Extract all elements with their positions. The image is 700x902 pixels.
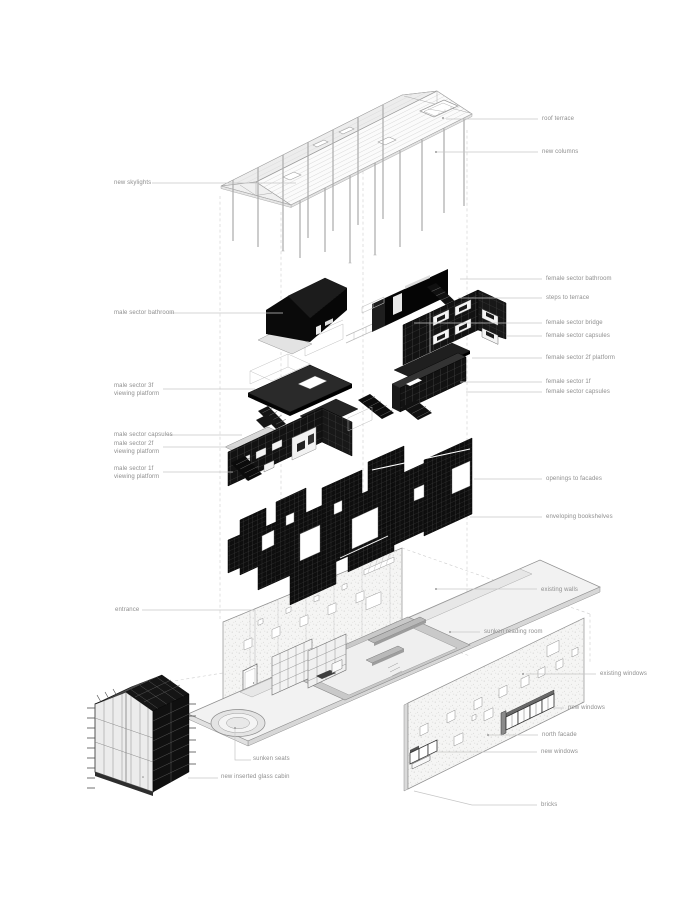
existing-building xyxy=(187,547,601,747)
label-existing-windows: existing windows xyxy=(600,671,647,677)
north-facade-windows xyxy=(419,639,579,747)
male-sector-1f-stairs xyxy=(231,456,264,481)
enveloping-bookshelves xyxy=(227,437,473,606)
label-sunken-reading-room: sunken reading room xyxy=(484,629,543,635)
sunken-seats-circle xyxy=(210,709,266,737)
label-new-windows-lower: new windows xyxy=(541,749,579,755)
label-new-windows-upper: new windows xyxy=(568,705,606,711)
label-female-sector-2f-platform: female sector 2f platform xyxy=(546,355,616,361)
cabin-glazing-mullions xyxy=(94,692,154,791)
label-female-sector-capsules-2: female sector capsules xyxy=(546,389,611,395)
label-openings-to-facades: openings to facades xyxy=(546,476,602,482)
label-new-skylights: new skylights xyxy=(114,180,152,186)
interior-shelf-partition xyxy=(271,633,347,696)
new-columns xyxy=(232,105,465,264)
female-sector-capsules xyxy=(402,289,507,366)
label-male-sector-capsules: male sector capsules xyxy=(114,432,173,438)
female-sector xyxy=(304,269,507,420)
label-enveloping-bookshelves: enveloping bookshelves xyxy=(546,514,613,520)
female-sector-bathroom xyxy=(361,269,448,332)
label-existing-walls: existing walls xyxy=(541,587,579,593)
sunken-reading-room-pit xyxy=(282,616,471,701)
label-male-sector-bathroom: male sector bathroom xyxy=(114,310,175,316)
label-roof-terrace: roof terrace xyxy=(542,116,575,122)
leader-lines xyxy=(142,117,596,806)
label-female-sector-capsules: female sector capsules xyxy=(546,333,611,339)
new-windows-box-upper xyxy=(500,689,555,736)
roof-terrace-opening xyxy=(419,99,459,118)
male-sector xyxy=(224,277,373,487)
label-new-columns: new columns xyxy=(542,149,579,155)
label-male-sector-2f-viewing-platform: male sector 2f viewing platform xyxy=(114,441,160,455)
label-male-sector-3f-viewing-platform: male sector 3f viewing platform xyxy=(114,383,160,397)
leader-dots xyxy=(435,117,524,736)
male-sector-3f-platform xyxy=(247,353,353,429)
label-north-facade: north facade xyxy=(542,732,577,738)
openings-to-facades-holes xyxy=(261,460,471,562)
roof-assembly xyxy=(220,90,473,208)
label-steps-to-terrace: steps to terrace xyxy=(546,295,590,301)
label-sunken-seats: sunken seats xyxy=(253,756,290,762)
new-inserted-glass-cabin xyxy=(87,674,196,796)
label-female-sector-1f: female sector 1f xyxy=(546,379,591,385)
label-new-inserted-glass-cabin: new inserted glass cabin xyxy=(221,774,290,780)
male-sector-bathroom xyxy=(266,277,348,342)
north-facade-wall xyxy=(403,617,585,792)
existing-wall-windows xyxy=(243,556,395,651)
label-bricks: bricks xyxy=(541,802,558,808)
new-windows-box-lower xyxy=(409,739,438,770)
label-female-sector-bathroom: female sector bathroom xyxy=(546,276,612,282)
label-entrance: entrance xyxy=(115,607,140,613)
label-female-sector-bridge: female sector bridge xyxy=(546,320,603,326)
label-male-sector-1f-viewing-platform: male sector 1f viewing platform xyxy=(114,466,160,480)
cabin-edge-ticks xyxy=(87,688,196,789)
female-sector-1f xyxy=(358,352,467,420)
